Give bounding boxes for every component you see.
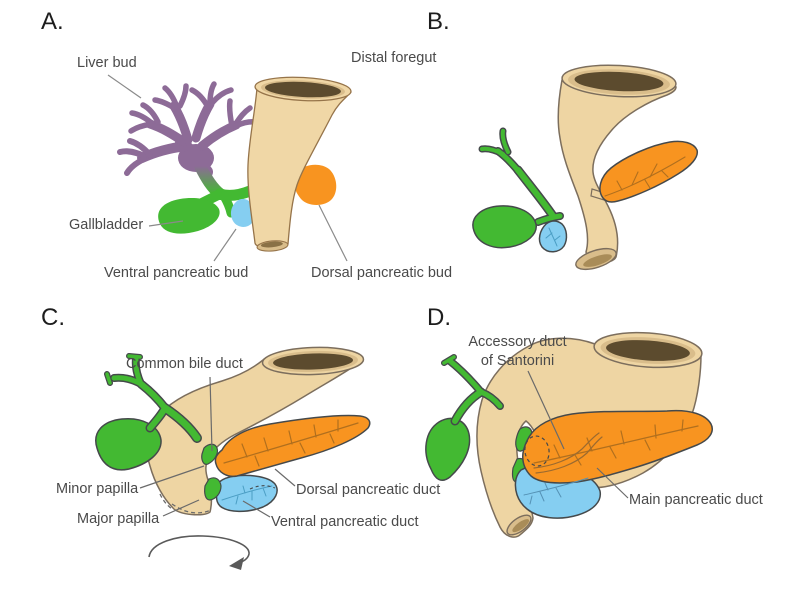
dorsal-pancreatic-bud-shape <box>294 164 337 205</box>
main-pancreatic-duct-lines <box>533 432 603 474</box>
ventral-pancreas-shape <box>215 474 278 513</box>
panel-b-letter: B. <box>427 8 450 35</box>
ampulla-dashed-circle <box>524 435 550 467</box>
panel-d-leader-lines <box>527 370 629 499</box>
gallbladder-bud-shape <box>158 185 256 234</box>
dorsal-pancreatic-duct-lines <box>223 419 359 467</box>
dashed-cut-lines <box>159 493 212 514</box>
dorsal-pancreas-shape <box>599 140 699 203</box>
pancreatic-duct-lines <box>533 419 699 466</box>
label-common-bile-duct: Common bile duct <box>126 356 243 372</box>
ventral-duct-lines <box>545 227 561 247</box>
common-bile-duct-segments <box>201 443 222 501</box>
rotation-arrow <box>148 535 250 570</box>
label-dorsal-pancreatic-duct: Dorsal pancreatic duct <box>296 482 441 498</box>
bile-duct <box>105 354 201 442</box>
foregut-opening <box>254 76 352 102</box>
fusion-dashed-line <box>249 485 276 490</box>
panel-a-drawing <box>107 74 352 262</box>
label-minor-papilla: Minor papilla <box>56 481 139 497</box>
gallbladder-shape <box>425 417 471 481</box>
panel-c-leader-lines <box>139 376 296 518</box>
duodenum-opening <box>261 346 365 376</box>
dorsal-pancreatic-duct-lines <box>604 156 686 197</box>
liver-bud-shape <box>117 81 260 179</box>
duodenum-bottom-opening <box>506 514 532 536</box>
panel-a-letter: A. <box>41 8 64 35</box>
bile-duct <box>442 355 503 424</box>
label-distal-foregut: Distal foregut <box>351 50 437 66</box>
panel-b-drawing <box>472 64 699 271</box>
label-accessory-duct-of-santorini: Accessory duct of Santorini <box>455 333 580 370</box>
label-ventral-pancreatic-bud: Ventral pancreatic bud <box>104 265 249 281</box>
foregut-bottom-opening <box>256 240 289 252</box>
accessory-duct-line2: of Santorini <box>480 352 555 369</box>
ventral-duct-lines <box>221 485 273 505</box>
foregut-tube-shape <box>247 80 352 250</box>
ventral-pancreatic-bud-shape <box>230 198 255 227</box>
biliary-tree <box>480 129 563 225</box>
label-major-papilla: Major papilla <box>77 511 160 527</box>
gallbladder-shape <box>95 418 162 471</box>
panel-c-drawing <box>95 346 371 570</box>
duodenum-bottom-opening <box>575 247 617 271</box>
label-liver-bud: Liver bud <box>77 55 137 71</box>
panel-d-letter: D. <box>427 304 451 331</box>
gallbladder-shape <box>472 205 537 249</box>
accessory-duct-line1: Accessory duct <box>468 334 567 350</box>
label-gallbladder: Gallbladder <box>69 217 144 233</box>
panel-d-drawing <box>425 331 713 538</box>
panel-a-leader-lines <box>107 74 348 262</box>
ventral-duct-lines <box>523 477 589 505</box>
label-main-pancreatic-duct: Main pancreatic duct <box>629 492 763 508</box>
panel-c-letter: C. <box>41 304 65 331</box>
foregut-opening <box>561 64 677 98</box>
duodenum-opening <box>593 331 703 369</box>
label-dorsal-pancreatic-bud: Dorsal pancreatic bud <box>311 265 453 281</box>
label-ventral-pancreatic-duct: Ventral pancreatic duct <box>271 514 419 530</box>
